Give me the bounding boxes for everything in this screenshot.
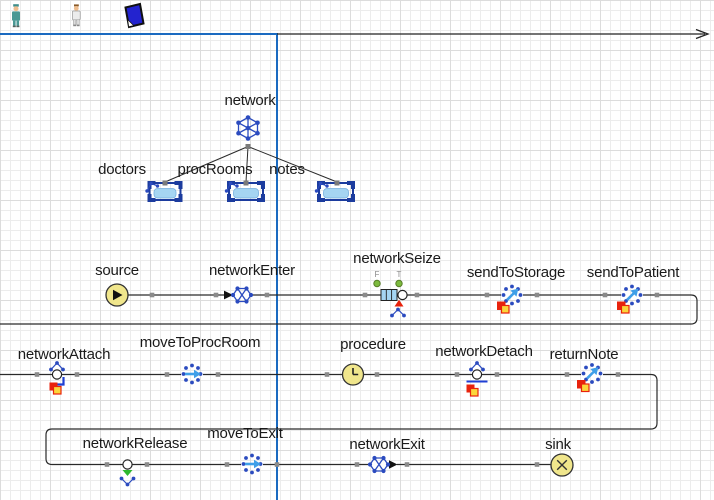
label-sendToStorage[interactable]: sendToStorage	[466, 264, 566, 281]
node-anchor[interactable]	[243, 180, 249, 186]
sendToPatient-block-icon[interactable]	[617, 284, 643, 314]
label-sink[interactable]: sink	[545, 436, 571, 453]
clock-icon	[352, 368, 359, 376]
label-notes[interactable]: notes	[269, 161, 305, 178]
patient-body	[72, 10, 81, 21]
label-moveToProcRoom[interactable]: moveToProcRoom	[139, 334, 261, 351]
patient-head	[73, 5, 79, 11]
label-networkRelease[interactable]: networkRelease	[82, 435, 188, 452]
doctor-agent-icon[interactable]	[12, 4, 20, 28]
label-networkEnter[interactable]: networkEnter	[209, 262, 295, 279]
node-doctors-icon[interactable]	[145, 180, 183, 202]
resource-yellow-icon	[580, 383, 590, 393]
resource-triangle-icon	[394, 299, 404, 307]
note-fold	[127, 18, 135, 28]
label-moveToExit[interactable]: moveToExit	[207, 425, 283, 442]
label-networkAttach[interactable]: networkAttach	[17, 346, 111, 363]
cross-icon	[556, 459, 568, 471]
connector-ports[interactable]	[34, 292, 660, 467]
doctor-body	[12, 11, 20, 21]
networkSeize-block-icon[interactable]	[373, 279, 408, 318]
network-anchor[interactable]	[245, 144, 251, 149]
node-anchor[interactable]	[162, 180, 168, 186]
label-networkDetach[interactable]: networkDetach	[435, 343, 533, 360]
label-returnNote[interactable]: returnNote	[549, 346, 619, 363]
flow-connectors[interactable]	[0, 294, 698, 466]
label-source[interactable]: source	[95, 262, 139, 279]
node-procRooms-icon[interactable]	[224, 180, 265, 202]
networkAttach-block-icon[interactable]	[49, 361, 65, 395]
resource-yellow-icon	[469, 387, 479, 397]
network-icon[interactable]	[236, 115, 260, 141]
networkRelease-block-icon[interactable]	[119, 459, 136, 487]
label-procedure[interactable]: procedure	[340, 336, 406, 353]
source-block-icon[interactable]	[105, 283, 129, 307]
label-sendToPatient[interactable]: sendToPatient	[586, 264, 680, 281]
resource-yellow-icon	[500, 304, 510, 314]
sendToStorage-block-icon[interactable]	[497, 284, 523, 314]
label-doctors[interactable]: doctors	[98, 161, 146, 178]
label-seize-port-f: F	[374, 270, 380, 279]
label-networkExit[interactable]: networkExit	[349, 436, 425, 453]
node-anchor[interactable]	[334, 180, 340, 186]
patient-hair	[74, 4, 79, 7]
seize-port-t[interactable]	[395, 279, 403, 288]
label-networkSeize[interactable]: networkSeize	[353, 250, 441, 267]
seize-port-f[interactable]	[373, 279, 381, 288]
attach-bracket-icon	[57, 377, 65, 386]
node-notes-icon[interactable]	[314, 180, 355, 202]
release-triangle-icon	[122, 470, 133, 476]
moveToExit-block-icon[interactable]	[241, 453, 263, 475]
connector-arrowhead	[224, 290, 233, 300]
seize-queue	[380, 289, 398, 301]
note-agent-icon[interactable]	[124, 2, 145, 29]
networkEnter-block-icon[interactable]	[230, 286, 254, 304]
doctor-cap	[13, 4, 19, 7]
label-procRooms[interactable]: procRooms	[177, 161, 253, 178]
resource-yellow-icon	[52, 385, 62, 395]
label-network[interactable]: network	[224, 92, 276, 109]
label-seize-port-t: T	[396, 270, 402, 279]
patient-agent-icon[interactable]	[72, 4, 81, 27]
procedure-block-icon[interactable]	[341, 363, 365, 386]
doctor-head	[13, 6, 19, 12]
network-tree-links	[164, 146, 338, 183]
moveToProcRoom-block-icon[interactable]	[181, 363, 203, 385]
returnNote-block-icon[interactable]	[577, 363, 603, 393]
play-icon	[113, 289, 123, 301]
connector-arrowhead	[389, 460, 398, 469]
seize-circle	[397, 289, 408, 301]
resource-yellow-icon	[620, 304, 630, 314]
timeline-arrow[interactable]	[277, 28, 710, 40]
sink-block-icon[interactable]	[550, 453, 574, 477]
networkExit-block-icon[interactable]	[367, 455, 391, 474]
networkDetach-block-icon[interactable]	[466, 361, 488, 397]
